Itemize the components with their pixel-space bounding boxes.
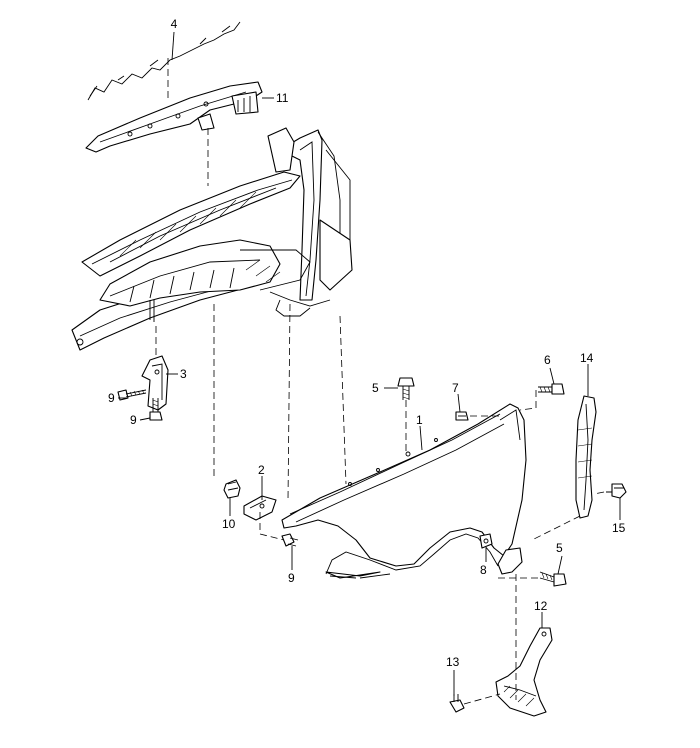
- callout-3: 3: [180, 367, 187, 381]
- callout-4: 4: [171, 17, 178, 31]
- sealing-strip-part-4: [87, 21, 241, 101]
- callout-15: 15: [612, 521, 626, 535]
- front-fender-part-1: [281, 403, 527, 579]
- callout-5-lower: 5: [556, 541, 563, 555]
- callout-1: 1: [416, 413, 423, 427]
- callout-14: 14: [580, 351, 594, 365]
- clip-part-13: [449, 694, 465, 713]
- callout-9-lower: 9: [288, 571, 295, 585]
- callout-labels: 4 11 3 9 9 1 2 10 9 5 7 6 14 15 8 5 12 1…: [108, 17, 626, 669]
- callout-9-middle: 9: [130, 413, 137, 427]
- trim-strip-part-14: [575, 395, 597, 519]
- support-rail-part-11: [85, 81, 263, 153]
- callout-11: 11: [276, 91, 289, 105]
- callout-5-upper: 5: [372, 381, 379, 395]
- screw-part-9-lower: [281, 533, 299, 547]
- screw-part-9-upper: [117, 389, 147, 401]
- callout-12: 12: [534, 599, 548, 613]
- clip-part-10: [223, 479, 241, 499]
- callout-13: 13: [446, 655, 460, 669]
- callout-9-upper: 9: [108, 391, 115, 405]
- callout-2: 2: [258, 463, 265, 477]
- screw-part-5-lower: [539, 571, 567, 587]
- nut-part-7: [455, 411, 469, 421]
- splash-guard-part-12: [495, 627, 553, 717]
- assembly-lines: [155, 58, 605, 705]
- callout-8: 8: [480, 563, 487, 577]
- callout-7: 7: [452, 381, 459, 395]
- screw-part-6: [538, 383, 565, 395]
- callout-6: 6: [544, 353, 551, 367]
- nut-part-8: [479, 533, 493, 549]
- bracket-part-3: [141, 355, 169, 411]
- clip-part-15: [606, 483, 627, 499]
- leader-lines: [118, 31, 621, 696]
- callout-10: 10: [222, 517, 236, 531]
- screw-part-9-middle: [149, 398, 163, 421]
- screw-part-5-upper: [397, 377, 415, 400]
- body-front-structure: [71, 127, 353, 351]
